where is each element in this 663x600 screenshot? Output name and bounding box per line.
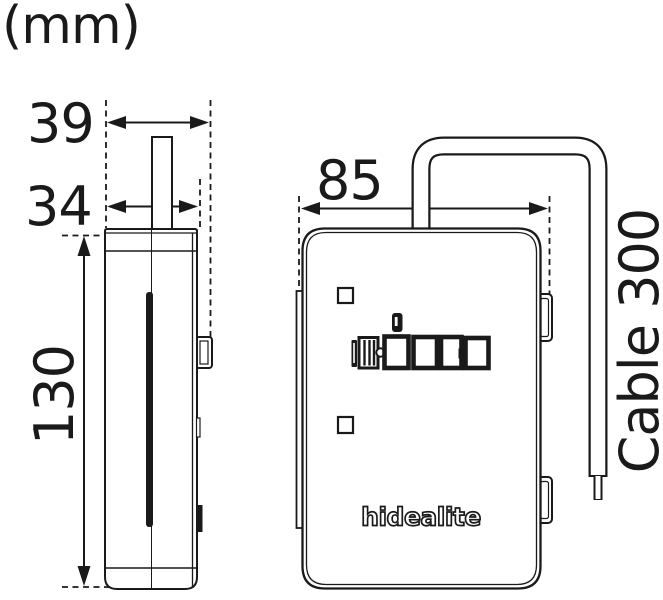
cable-length-label: Cable 300 — [608, 208, 663, 474]
side-ridge — [195, 417, 201, 438]
dim-side-body-width-label: 34 — [25, 175, 93, 238]
dim-side-top-width-label: 39 — [27, 92, 95, 155]
side-lower-clip — [196, 505, 203, 532]
dim-front-width-label: 85 — [316, 149, 384, 212]
unit-label: (mm) — [2, 0, 141, 56]
side-upper-clip — [195, 336, 213, 369]
front-view-drawing — [295, 136, 608, 590]
hidealite-logo: hidealite — [360, 502, 482, 533]
screw-hole-bottom — [336, 415, 355, 435]
side-top-tab — [151, 136, 173, 233]
dimension-arrows — [77, 116, 548, 586]
screw-hole-top — [336, 286, 355, 305]
terminal-row — [351, 334, 491, 371]
cable-drawing — [411, 136, 608, 500]
front-body — [301, 227, 542, 590]
side-view-drawing — [104, 136, 213, 590]
side-slot — [146, 292, 153, 527]
dim-side-height-label: 130 — [23, 344, 86, 446]
